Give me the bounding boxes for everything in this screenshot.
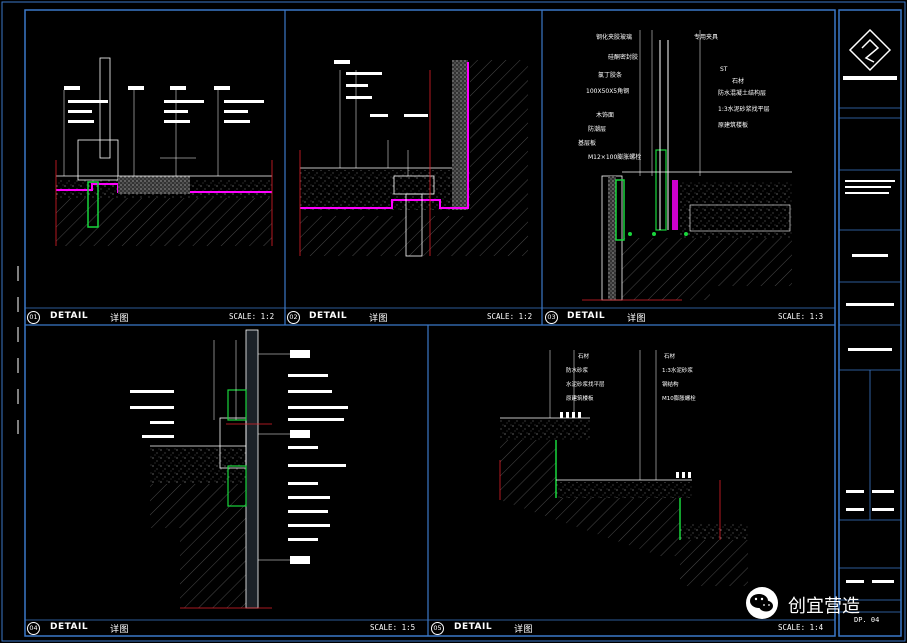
- p3-label-1: 钢化夹胶玻璃: [596, 34, 633, 41]
- panel-02-number: 02: [287, 311, 300, 324]
- detail-04-drawing: [130, 329, 348, 609]
- p3-label-7: 基层板: [578, 140, 597, 147]
- title-block-frame: [838, 9, 902, 637]
- panel-02-subtitle: 详图: [369, 314, 389, 324]
- p3-st-label: ST: [720, 66, 728, 73]
- panel-02-detail: DETAIL: [309, 311, 348, 321]
- p5-label-7: 钢结构: [662, 382, 679, 388]
- p3-label-8: M12×100膨胀螺栓: [588, 154, 642, 161]
- p5-label-3: 水泥砂浆找平层: [566, 382, 605, 388]
- panel-03-detail: DETAIL: [567, 311, 606, 321]
- sheet-number: DP. 04: [854, 616, 880, 624]
- panel-05-title: DETAIL: [454, 622, 492, 632]
- p5-label-5: 石材: [664, 354, 676, 360]
- drawing-frame: [24, 9, 836, 637]
- p3-right-label-1: 专用夹具: [694, 34, 719, 41]
- panel-03-title: DETAIL: [567, 311, 605, 321]
- p3-label-2: 硅酮密封胶: [608, 54, 639, 61]
- p3-right-label-6: 原建筑楼板: [718, 122, 749, 129]
- panel-01-title: DETAIL: [50, 311, 88, 321]
- p5-label-6: 1:3水泥砂浆: [662, 368, 693, 374]
- p5-label-2: 防水砂浆: [566, 368, 589, 374]
- p3-right-label-4: 防水混凝土结构层: [718, 90, 767, 97]
- panel-01-subtitle: 详图: [110, 314, 130, 324]
- panel-02-title: DETAIL: [309, 311, 347, 321]
- panel-05-scale: SCALE: 1:4: [778, 623, 824, 632]
- title-block-lines: [839, 107, 901, 613]
- panel-01-number: 01: [27, 311, 40, 324]
- detail-02-drawing: [299, 60, 528, 257]
- panel-05-detail: DETAIL: [454, 622, 493, 632]
- title-block-text-bars: [845, 180, 895, 583]
- panel-04-detail: DETAIL: [50, 622, 89, 632]
- p3-stone-label: 石材: [732, 78, 745, 85]
- p3-right-label-5: 1:3水泥砂浆找平层: [718, 106, 770, 113]
- p3-label-4: 100X50X5角钢: [586, 88, 630, 95]
- detail-01-drawing: [55, 57, 273, 246]
- detail-03-drawing: [582, 30, 792, 301]
- panel-02-scale: SCALE: 1:2: [487, 312, 533, 321]
- p5-label-4: 原建筑楼板: [566, 396, 594, 402]
- detail-05-drawing: [499, 350, 748, 586]
- watermark-text: 创宜营造: [788, 596, 860, 617]
- panel-04-number: 04: [27, 622, 40, 635]
- p3-wood-label: 木饰面: [596, 112, 615, 119]
- panel-03-number: 03: [545, 311, 558, 324]
- p5-label-8: M10膨胀螺栓: [662, 396, 696, 402]
- panel-05-number: 05: [431, 622, 444, 635]
- panel-03-scale: SCALE: 1:3: [778, 312, 824, 321]
- wechat-icon: [746, 587, 778, 619]
- logo-mark: [843, 28, 897, 80]
- panel-05-subtitle: 详图: [514, 625, 534, 635]
- panel-01-detail: DETAIL: [50, 311, 89, 321]
- panel-04-scale: SCALE: 1:5: [370, 623, 416, 632]
- panel-01-scale: SCALE: 1:2: [229, 312, 275, 321]
- panel-04-subtitle: 详图: [110, 625, 130, 635]
- p5-label-1: 石材: [578, 354, 590, 360]
- panel-03-subtitle: 详图: [627, 314, 647, 324]
- panel-04-title: DETAIL: [50, 622, 88, 632]
- p3-label-3: 氯丁胶条: [598, 72, 623, 79]
- wechat-watermark: 创宜营造: [742, 586, 882, 620]
- p3-label-6: 防潮层: [588, 126, 607, 133]
